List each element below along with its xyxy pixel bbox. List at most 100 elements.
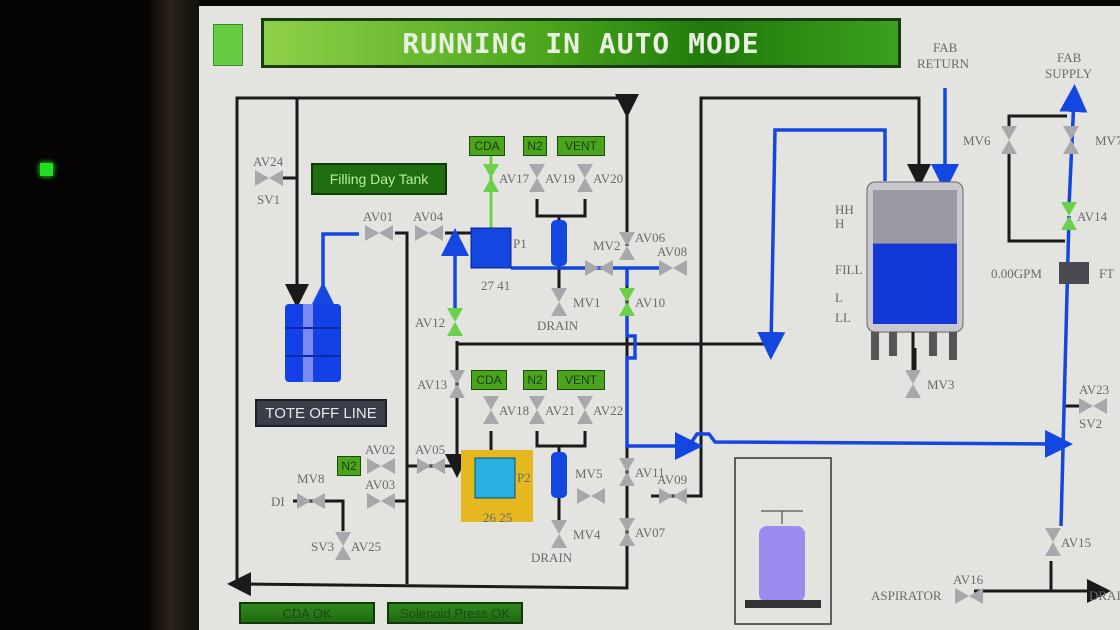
valve-av20[interactable]: AV20 — [577, 164, 623, 192]
status-indicator — [213, 24, 243, 66]
valve-icon — [905, 370, 921, 398]
pump-p2-reading: 26 25 — [483, 510, 512, 525]
valve-av25[interactable]: AV25 — [335, 532, 381, 560]
valve-av09[interactable]: AV09 — [657, 472, 687, 504]
valve-mv2[interactable]: MV2 — [585, 238, 620, 276]
valve-av17[interactable]: AV17 — [483, 164, 530, 192]
valve-icon — [619, 232, 635, 260]
valve-av03[interactable]: AV03 — [365, 477, 395, 509]
valve-label: AV23 — [1079, 382, 1109, 397]
tote-drum — [285, 304, 341, 382]
filling-day-tank-status: Filling Day Tank — [311, 163, 447, 195]
valve-av02[interactable]: AV02 — [365, 442, 395, 474]
flow-meter — [1059, 262, 1089, 284]
n2-tag-1[interactable]: N2 — [523, 136, 547, 156]
valve-av15[interactable]: AV15 — [1045, 528, 1091, 556]
blue-pipes — [309, 84, 1088, 527]
valve-mv1[interactable]: MV1 — [551, 288, 600, 316]
pump-p1-reading: 27 41 — [481, 278, 510, 293]
valve-av24[interactable]: AV24 — [253, 154, 284, 186]
drain-label: DRAIN — [537, 318, 579, 333]
valve-icon — [483, 396, 499, 424]
tote-status[interactable]: TOTE OFF LINE — [255, 399, 387, 427]
flow-rate-readout: 0.00GPM — [991, 266, 1042, 281]
valve-mv5[interactable]: MV5 — [575, 466, 605, 504]
valve-icon — [529, 396, 545, 424]
valve-icon — [335, 532, 351, 560]
valve-label: AV02 — [365, 442, 395, 457]
di-label: DI — [271, 494, 285, 509]
valve-av04[interactable]: AV04 — [413, 209, 444, 241]
valve-mv8[interactable]: MV8 — [297, 471, 325, 509]
valve-av16[interactable]: AV16 — [953, 572, 984, 604]
sample-enclosure — [734, 457, 832, 625]
valve-mv3[interactable]: MV3 — [905, 370, 954, 398]
n2-tag-3[interactable]: N2 — [337, 456, 361, 476]
valve-icon — [955, 588, 983, 604]
valve-av14[interactable]: AV14 — [1061, 202, 1108, 230]
valve-icon — [367, 493, 395, 509]
valve-av13[interactable]: AV13 — [417, 370, 465, 398]
valve-av22[interactable]: AV22 — [577, 396, 623, 424]
valve-av05[interactable]: AV05 — [415, 442, 445, 474]
vent-tag-1[interactable]: VENT — [557, 136, 605, 156]
valve-label: MV2 — [593, 238, 620, 253]
valve-label: AV01 — [363, 209, 393, 224]
valve-label: AV08 — [657, 244, 687, 259]
valve-icon — [1063, 126, 1079, 154]
valve-av18[interactable]: AV18 — [483, 396, 529, 424]
valve-av08[interactable]: AV08 — [657, 244, 687, 276]
sample-bottle — [759, 526, 805, 602]
valve-mv7[interactable]: MV7 — [1063, 126, 1120, 154]
valve-icon — [659, 260, 687, 276]
valve-icon — [551, 288, 567, 316]
sv3-label: SV3 — [311, 539, 334, 554]
valve-mv6[interactable]: MV6 — [963, 126, 1017, 154]
monitor-bezel — [150, 0, 200, 630]
sv1-label: SV1 — [257, 192, 280, 207]
drain-out-label: DRAI — [1089, 588, 1120, 603]
fab-return-label: RETURN — [917, 56, 970, 71]
vent-tag-2[interactable]: VENT — [557, 370, 605, 390]
valve-av19[interactable]: AV19 — [529, 164, 575, 192]
mode-banner-text: RUNNING IN AUTO MODE — [402, 26, 760, 60]
sv2-label: SV2 — [1079, 416, 1102, 431]
cda-ok-status: CDA OK — [239, 602, 375, 624]
valve-av10[interactable]: AV10 — [619, 288, 665, 316]
valve-label: AV18 — [499, 403, 529, 418]
valve-icon — [619, 288, 635, 316]
valve-label: AV03 — [365, 477, 395, 492]
valve-icon — [529, 164, 545, 192]
valve-label: MV8 — [297, 471, 324, 486]
valve-label: AV07 — [635, 525, 666, 540]
tank-level-hh: HH — [835, 202, 854, 217]
valve-icon — [577, 164, 593, 192]
valve-av23[interactable]: AV23 — [1079, 382, 1109, 414]
pump-p2 — [474, 457, 516, 499]
drain-label: DRAIN — [531, 550, 573, 565]
cda-tag-2[interactable]: CDA — [471, 370, 507, 390]
valve-av12[interactable]: AV12 — [415, 308, 463, 336]
valve-av01[interactable]: AV01 — [363, 209, 393, 241]
valve-label: AV04 — [413, 209, 444, 224]
valve-label: MV7 — [1095, 133, 1120, 148]
valve-label: AV09 — [657, 472, 687, 487]
valve-icon — [447, 308, 463, 336]
valve-icon — [577, 396, 593, 424]
valve-av11[interactable]: AV11 — [619, 458, 665, 486]
valve-av21[interactable]: AV21 — [529, 396, 575, 424]
valve-av06[interactable]: AV06 — [619, 230, 666, 260]
valve-icon — [449, 370, 465, 398]
valve-label: AV10 — [635, 295, 665, 310]
valve-icon — [1061, 202, 1077, 230]
valve-label: AV16 — [953, 572, 984, 587]
valve-av07[interactable]: AV07 — [619, 518, 666, 546]
valve-label: AV12 — [415, 315, 445, 330]
cda-tag-1[interactable]: CDA — [469, 136, 505, 156]
solenoid-press-ok-status: Solenoid Press OK — [387, 602, 523, 624]
n2-tag-2[interactable]: N2 — [523, 370, 547, 390]
valve-mv4[interactable]: MV4 — [551, 520, 601, 548]
valve-icon — [365, 225, 393, 241]
valve-icon — [619, 458, 635, 486]
fab-return-label: FAB — [933, 40, 958, 55]
